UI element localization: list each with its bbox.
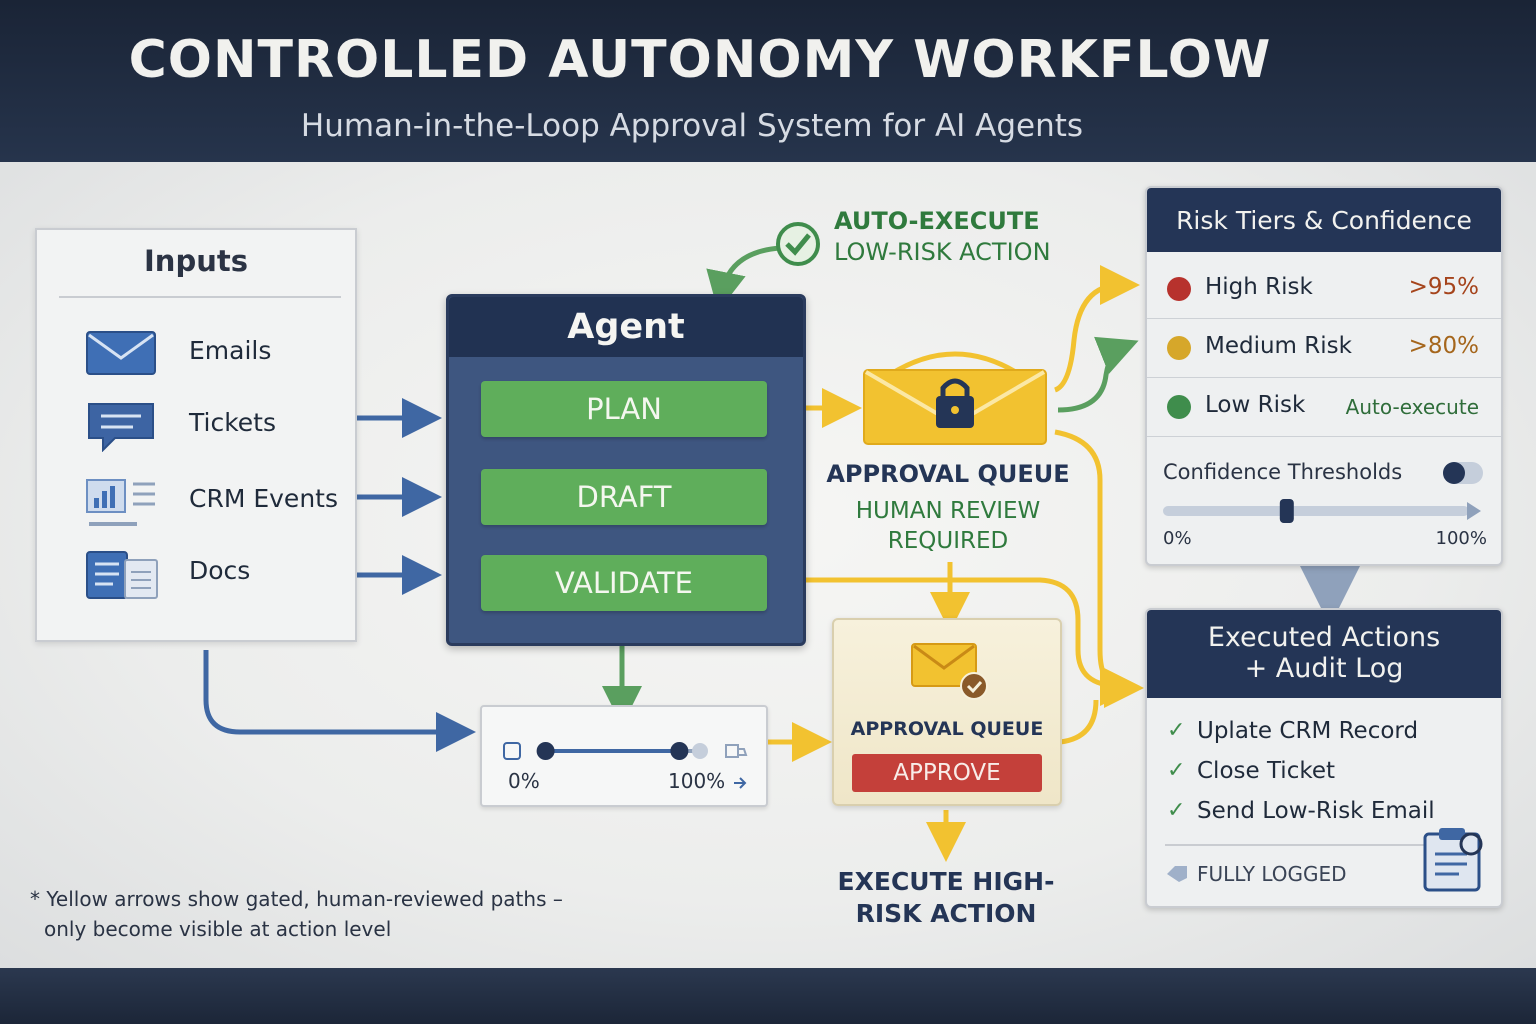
bar-chart-icon (86, 479, 155, 526)
medium-risk-icon (1167, 336, 1191, 360)
input-item-tickets: Tickets (189, 408, 276, 437)
clipboard-log-icon (1423, 828, 1483, 892)
footer-band (0, 968, 1536, 1024)
step-draft: DRAFT (481, 469, 767, 525)
toggle-knob (1443, 462, 1465, 484)
agent-header: Agent (449, 297, 803, 357)
footnote-line2: only become visible at action level (44, 917, 392, 941)
envelope-icon (86, 331, 156, 375)
page-title: CONTROLLED AUTONOMY WORKFLOW (128, 30, 1272, 90)
risk-panel-header: Risk Tiers & Confidence (1147, 188, 1501, 252)
thresholds-toggle[interactable] (1443, 462, 1483, 484)
executed-title-line2: + Audit Log (1244, 653, 1404, 684)
approval-queue-sub1: HUMAN REVIEW (855, 498, 1041, 524)
confidence-slider-widget[interactable]: 0% 100% (480, 705, 768, 807)
executed-item: Close Ticket (1197, 758, 1336, 784)
input-item-crm-events: CRM Events (189, 484, 338, 513)
risk-name: Medium Risk (1205, 333, 1352, 359)
check-icon: ✓ (1167, 718, 1186, 743)
input-item-emails: Emails (189, 336, 272, 365)
footnote: * Yellow arrows show gated, human-review… (30, 884, 563, 944)
approval-queue-sub2: REQUIRED (887, 528, 1009, 554)
threshold-handle (1279, 499, 1294, 523)
divider (59, 296, 341, 298)
risk-row-low: Low Risk Auto-execute (1147, 378, 1501, 437)
slider-max-label: 100% (668, 769, 726, 793)
approval-card: APPROVAL QUEUE APPROVE (832, 618, 1062, 806)
arrow-queue-to-medium-risk (1057, 336, 1139, 413)
check-circle-icon (776, 222, 820, 266)
auto-execute-line2: LOW-RISK ACTION (834, 238, 1051, 266)
approval-queue-subtitle: HUMAN REVIEW REQUIRED (810, 496, 1086, 556)
risk-name: High Risk (1205, 274, 1313, 300)
low-risk-check-icon (1167, 395, 1191, 419)
slider-low-handle (536, 742, 555, 760)
approve-button[interactable]: APPROVE (852, 754, 1042, 792)
arrow-card-up (1059, 699, 1099, 745)
step-plan: PLAN (481, 381, 767, 437)
risk-row-high: High Risk >95% (1147, 260, 1501, 319)
slider-min-label: 0% (508, 769, 540, 793)
executed-actions-panel: Executed Actions + Audit Log ✓ Uplate CR… (1145, 608, 1503, 908)
arrow-queue-to-high-risk (1053, 265, 1140, 393)
executed-title-line1: Executed Actions (1207, 622, 1441, 653)
executed-panel-title: Executed Actions + Audit Log (1147, 622, 1501, 684)
tag-icon (1167, 866, 1187, 882)
page-subtitle: Human-in-the-Loop Approval System for AI… (300, 108, 1084, 144)
document-icon (86, 551, 158, 599)
locked-envelope-icon (863, 351, 1047, 445)
fully-logged-label: FULLY LOGGED (1197, 862, 1347, 886)
confidence-thresholds-label: Confidence Thresholds (1163, 460, 1403, 484)
input-item-docs: Docs (189, 556, 251, 585)
execute-high-risk-label: EXECUTE HIGH- RISK ACTION (826, 866, 1066, 930)
high-risk-icon (1167, 277, 1191, 301)
divider (1165, 844, 1481, 846)
approval-queue-title: APPROVAL QUEUE (826, 460, 1070, 488)
slider-graphic (503, 742, 748, 789)
arrow-auto-execute-to-agent (706, 245, 781, 312)
risk-value: >80% (1408, 333, 1479, 359)
executed-item: Send Low-Risk Email (1197, 798, 1435, 824)
risk-value: >95% (1408, 274, 1479, 300)
arrow-inputs-to-slider (203, 650, 476, 752)
execute-high-line2: RISK ACTION (855, 899, 1037, 928)
executed-item: Uplate CRM Record (1197, 718, 1419, 744)
risk-tiers-panel: Risk Tiers & Confidence High Risk >95% M… (1145, 186, 1503, 566)
footnote-line1: * Yellow arrows show gated, human-review… (30, 887, 563, 911)
risk-panel-title: Risk Tiers & Confidence (1176, 206, 1472, 235)
execute-high-line1: EXECUTE HIGH- (837, 867, 1055, 896)
threshold-slider[interactable] (1163, 496, 1485, 526)
executed-panel-header: Executed Actions + Audit Log (1147, 610, 1501, 698)
truck-icon (725, 744, 748, 758)
threshold-min-label: 0% (1163, 528, 1192, 549)
threshold-max-label: 100% (1435, 528, 1487, 549)
slider-high-handle (670, 742, 689, 760)
inputs-title: Inputs (144, 244, 248, 278)
step-validate: VALIDATE (481, 555, 767, 611)
chat-ticket-icon (88, 403, 154, 452)
risk-value: Auto-execute (1345, 395, 1479, 419)
agent-title: Agent (567, 307, 685, 347)
inputs-panel: Inputs Emails Tickets CRM Events Docs (35, 228, 357, 642)
approval-card-title: APPROVAL QUEUE (850, 718, 1044, 740)
agent-panel: Agent PLAN DRAFT VALIDATE (446, 294, 806, 646)
auto-execute-line1: AUTO-EXECUTE (834, 207, 1040, 235)
header: CONTROLLED AUTONOMY WORKFLOW Human-in-th… (0, 0, 1536, 162)
check-icon: ✓ (1167, 798, 1186, 823)
risk-row-medium: Medium Risk >80% (1147, 319, 1501, 378)
check-icon: ✓ (1167, 758, 1186, 783)
copy-icon (503, 742, 521, 760)
arrow-validate-to-executed (766, 577, 1140, 706)
auto-execute-label: AUTO-EXECUTE LOW-RISK ACTION (834, 206, 1051, 268)
arrow-right-icon (734, 777, 747, 789)
risk-name: Low Risk (1205, 392, 1306, 418)
envelope-check-icon (911, 643, 988, 700)
